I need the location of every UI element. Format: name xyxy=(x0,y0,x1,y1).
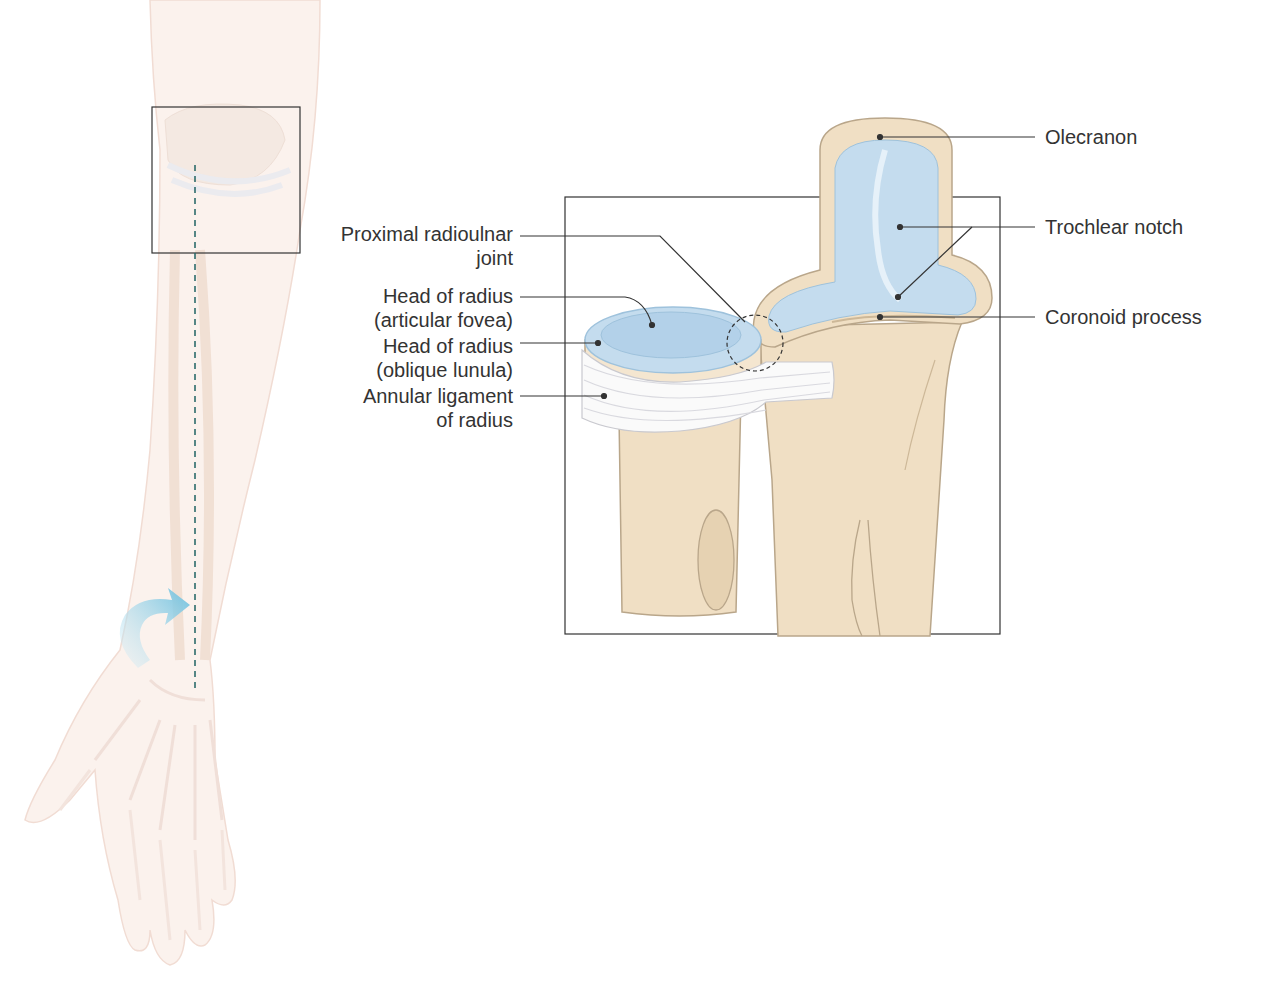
radius xyxy=(582,307,834,616)
rotation-axis xyxy=(194,165,196,690)
part-label: Head of radius (articular fovea) xyxy=(313,284,513,332)
part-label: Annular ligament of radius xyxy=(341,384,513,432)
forearm-figure xyxy=(25,0,320,965)
zoom-frame xyxy=(152,107,300,253)
part-label: Coronoid process xyxy=(1045,305,1202,329)
leader-lines xyxy=(520,135,1035,399)
part-label: Proximal radioulnar joint xyxy=(313,222,513,270)
part-label: Head of radius (oblique lunula) xyxy=(313,334,513,382)
part-label: Olecranon xyxy=(1045,125,1137,149)
part-label: Trochlear notch xyxy=(1045,215,1183,239)
rotation-arrow xyxy=(120,588,190,668)
